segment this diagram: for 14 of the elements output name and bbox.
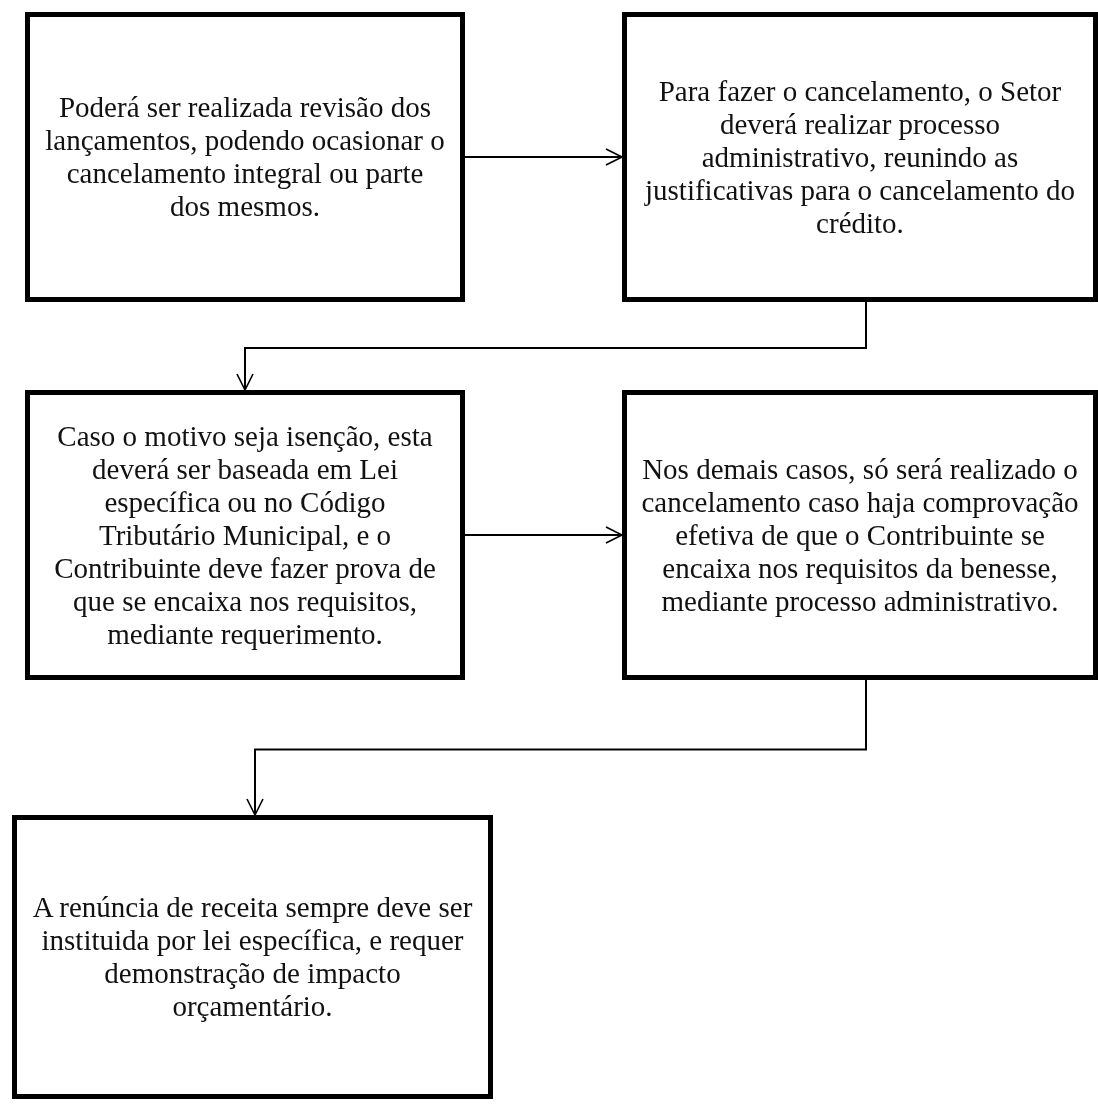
- process-box: [25, 390, 465, 680]
- box-text: A renúncia de receita sempre deve ser instituida por lei específica, e requer demonstração de impacto orçamentário.: [31, 891, 474, 1023]
- arrow: [464, 148, 623, 166]
- arrow: [246, 679, 867, 816]
- box-text: Nos demais casos, só será realizado o cancelamento caso haja comprovação efetiva de que o Contribuinte se encaixa nos requisitos da benesse, mediante processo administrativo.: [641, 452, 1079, 618]
- box-text: Para fazer o cancelamento, o Setor deverá realizar processo administrativo, reunindo as justificativas para o cancelamento do crédito.: [643, 74, 1076, 240]
- box-text: Poderá ser realizada revisão dos lançamentos, podendo ocasionar o cancelamento integral ou parte dos mesmos.: [44, 91, 446, 223]
- process-box: [12, 815, 493, 1099]
- box-text: Caso o motivo seja isenção, esta deverá ser baseada em Lei específica ou no Código Tributário Municipal, e o Contribuinte deve fazer prova de que se encaixa nos requisitos, mediante requerimento.: [53, 419, 437, 651]
- arrow: [464, 526, 623, 544]
- process-box: [25, 12, 465, 302]
- process-box: [622, 390, 1098, 680]
- arrow: [236, 301, 867, 391]
- process-box: [622, 12, 1098, 302]
